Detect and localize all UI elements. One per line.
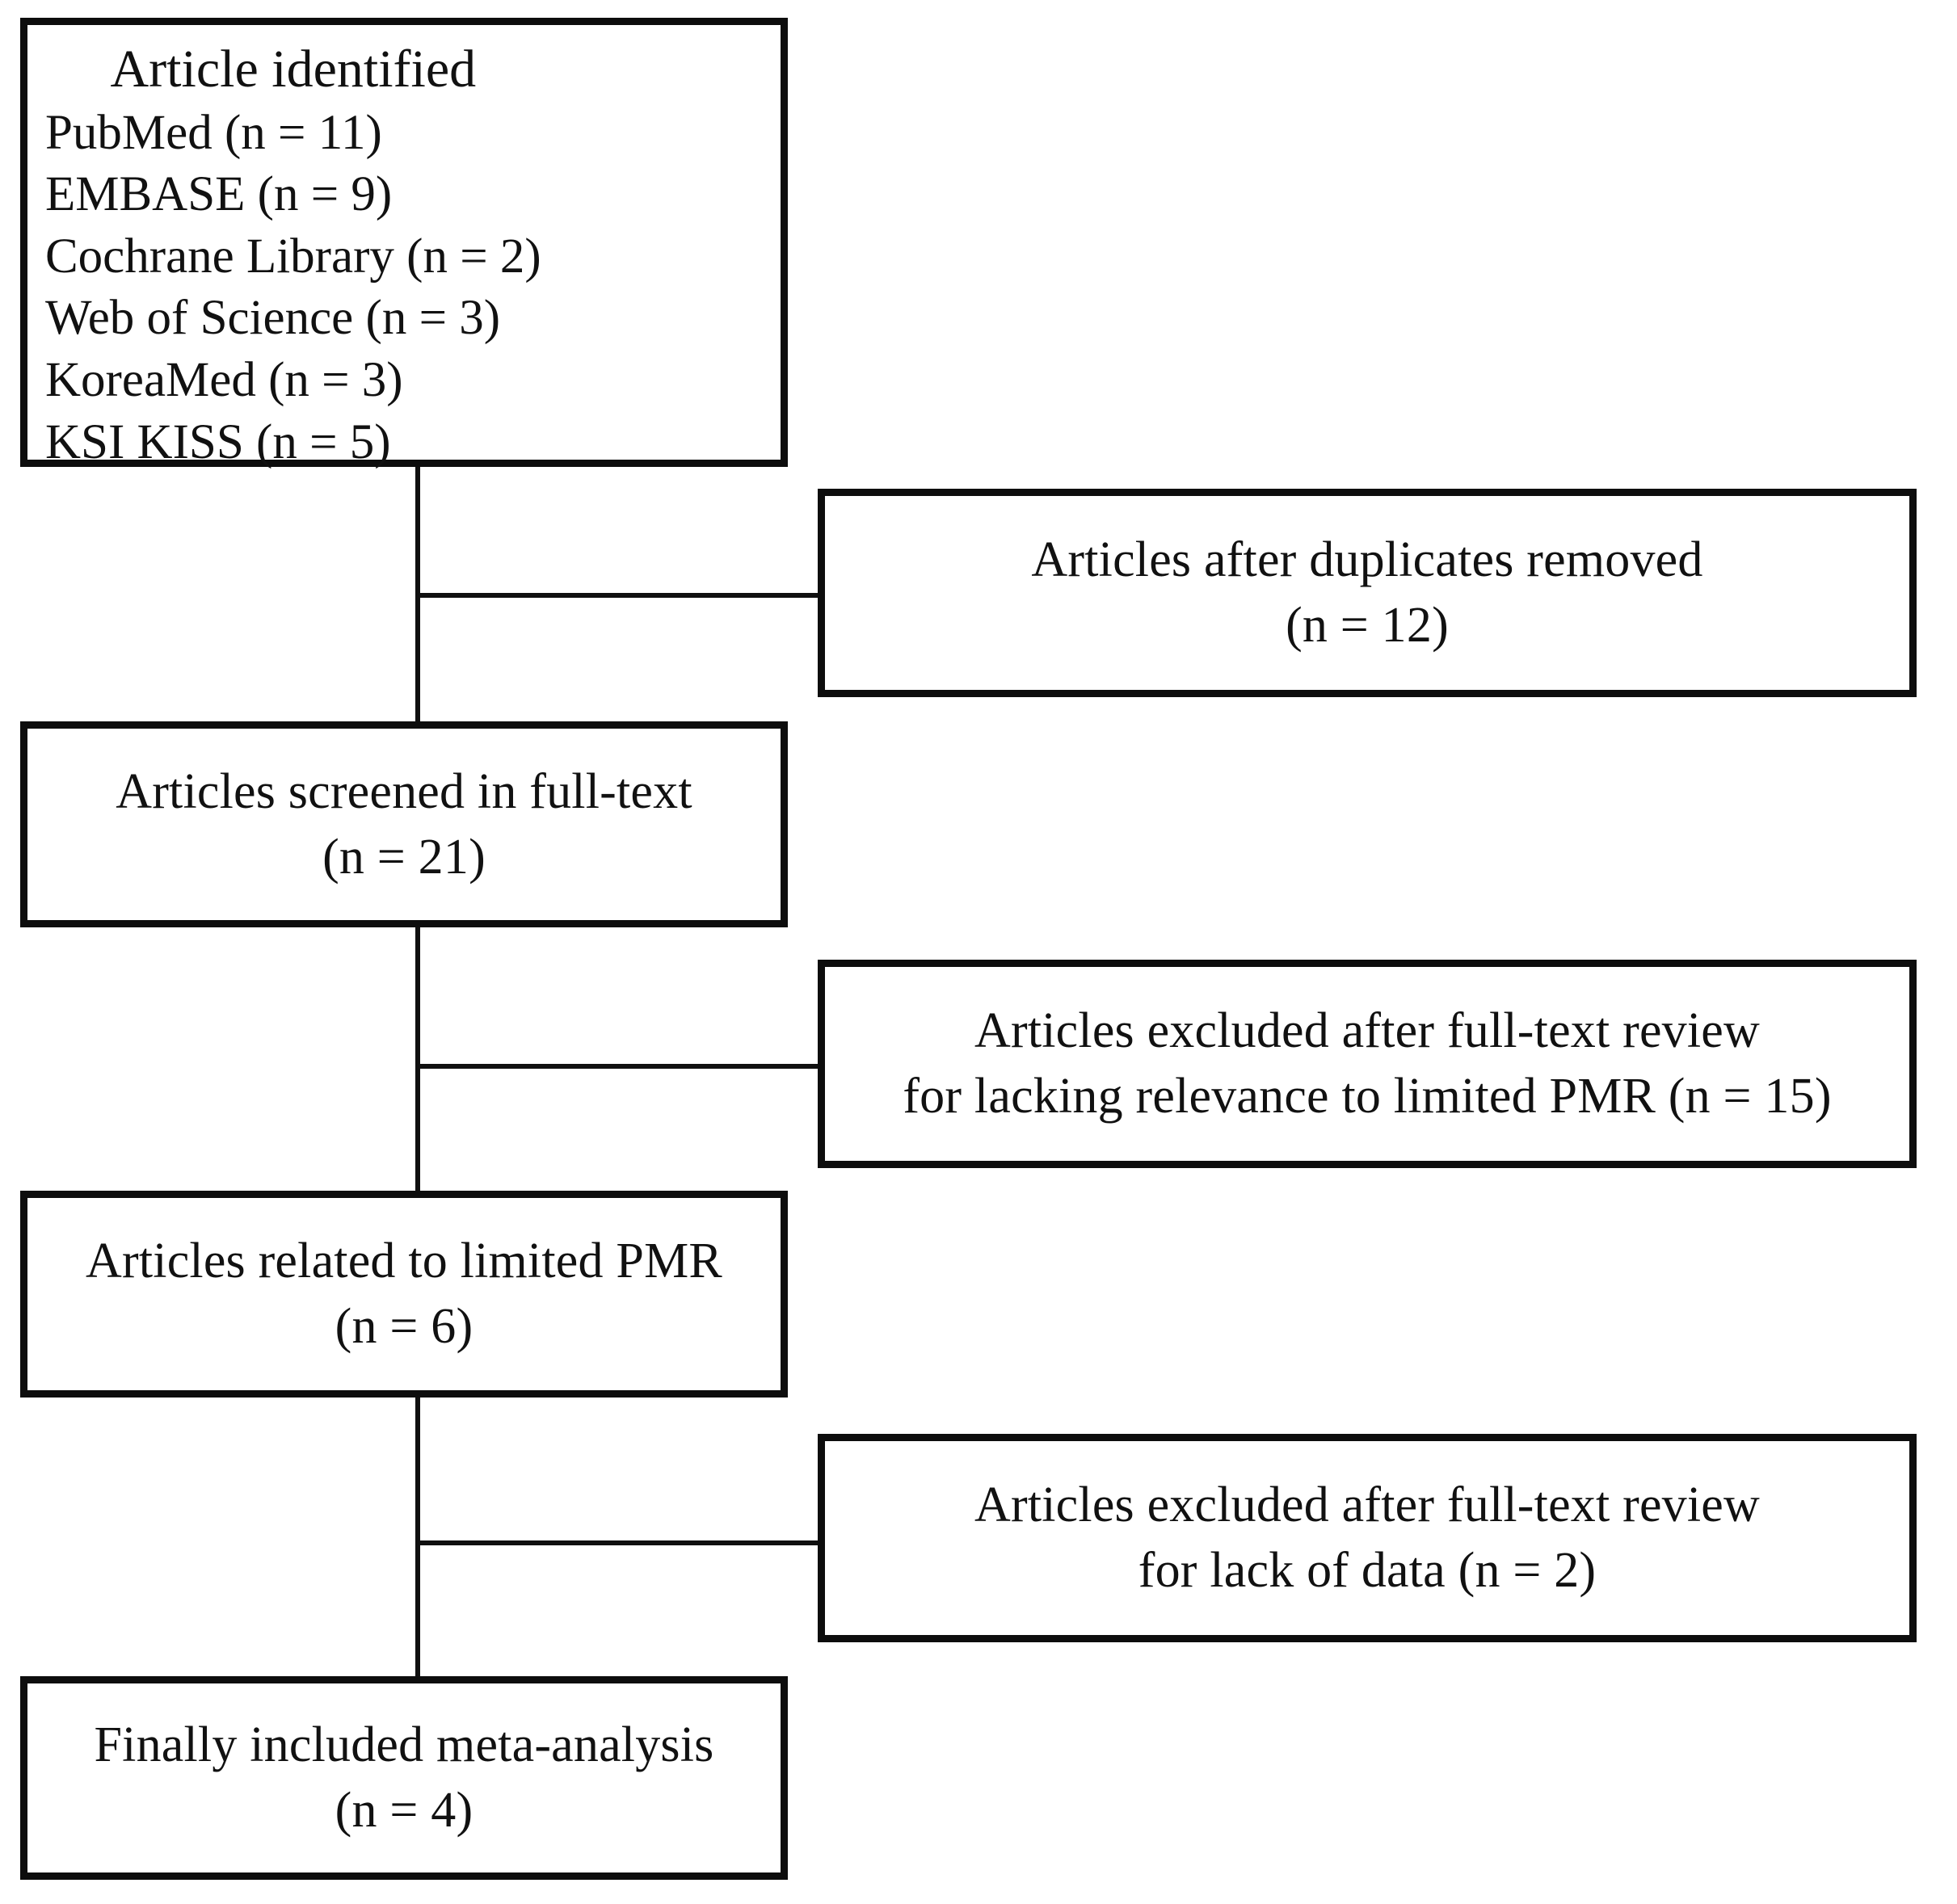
- duplicates-removed-line1: Articles after duplicates removed: [1031, 532, 1703, 588]
- excluded-data-line2: for lack of data (n = 2): [1138, 1543, 1597, 1598]
- connector-branch-excluded-relevance: [415, 1064, 819, 1069]
- box-articles-excluded-lacking-relevance: Articles excluded after full-text review…: [818, 960, 1917, 1168]
- identified-content: Article identified PubMed (n = 11) EMBAS…: [45, 36, 541, 473]
- connector-branch-excluded-data: [415, 1540, 819, 1545]
- excluded-relevance-line1: Articles excluded after full-text review: [974, 1003, 1760, 1059]
- box-articles-related-to-limited-pmr: Articles related to limited PMR (n = 6): [20, 1191, 788, 1398]
- duplicates-removed-count: (n = 12): [1286, 598, 1449, 653]
- box-finally-included-meta-analysis: Finally included meta-analysis (n = 4): [20, 1676, 788, 1880]
- connector-screened-to-related: [415, 927, 420, 1194]
- related-pmr-count: (n = 6): [335, 1299, 473, 1354]
- identified-source-koreamed: KoreaMed (n = 3): [45, 353, 403, 408]
- related-pmr-line1: Articles related to limited PMR: [86, 1234, 722, 1289]
- included-meta-line1: Finally included meta-analysis: [94, 1717, 714, 1773]
- box-articles-excluded-lack-of-data: Articles excluded after full-text review…: [818, 1434, 1917, 1642]
- screened-full-text-line1: Articles screened in full-text: [116, 763, 692, 819]
- excluded-relevance-line2: for lacking relevance to limited PMR (n …: [903, 1069, 1832, 1124]
- identified-source-pubmed: PubMed (n = 11): [45, 105, 382, 160]
- identified-source-ksi-kiss: KSI KISS (n = 5): [45, 414, 391, 469]
- excluded-data-line1: Articles excluded after full-text review: [974, 1477, 1760, 1533]
- included-meta-count: (n = 4): [335, 1783, 473, 1838]
- screened-full-text-count: (n = 21): [322, 829, 486, 885]
- connector-branch-duplicates: [415, 593, 819, 598]
- box-articles-after-duplicates-removed: Articles after duplicates removed (n = 1…: [818, 489, 1917, 697]
- box-article-identified: Article identified PubMed (n = 11) EMBAS…: [20, 18, 788, 469]
- connector-related-to-included: [415, 1398, 420, 1680]
- identified-heading: Article identified: [110, 40, 477, 99]
- identified-source-embase: EMBASE (n = 9): [45, 167, 393, 222]
- identified-source-web-of-science: Web of Science (n = 3): [45, 291, 501, 346]
- identified-source-cochrane: Cochrane Library (n = 2): [45, 229, 541, 284]
- box-articles-screened-in-full-text: Articles screened in full-text (n = 21): [20, 721, 788, 927]
